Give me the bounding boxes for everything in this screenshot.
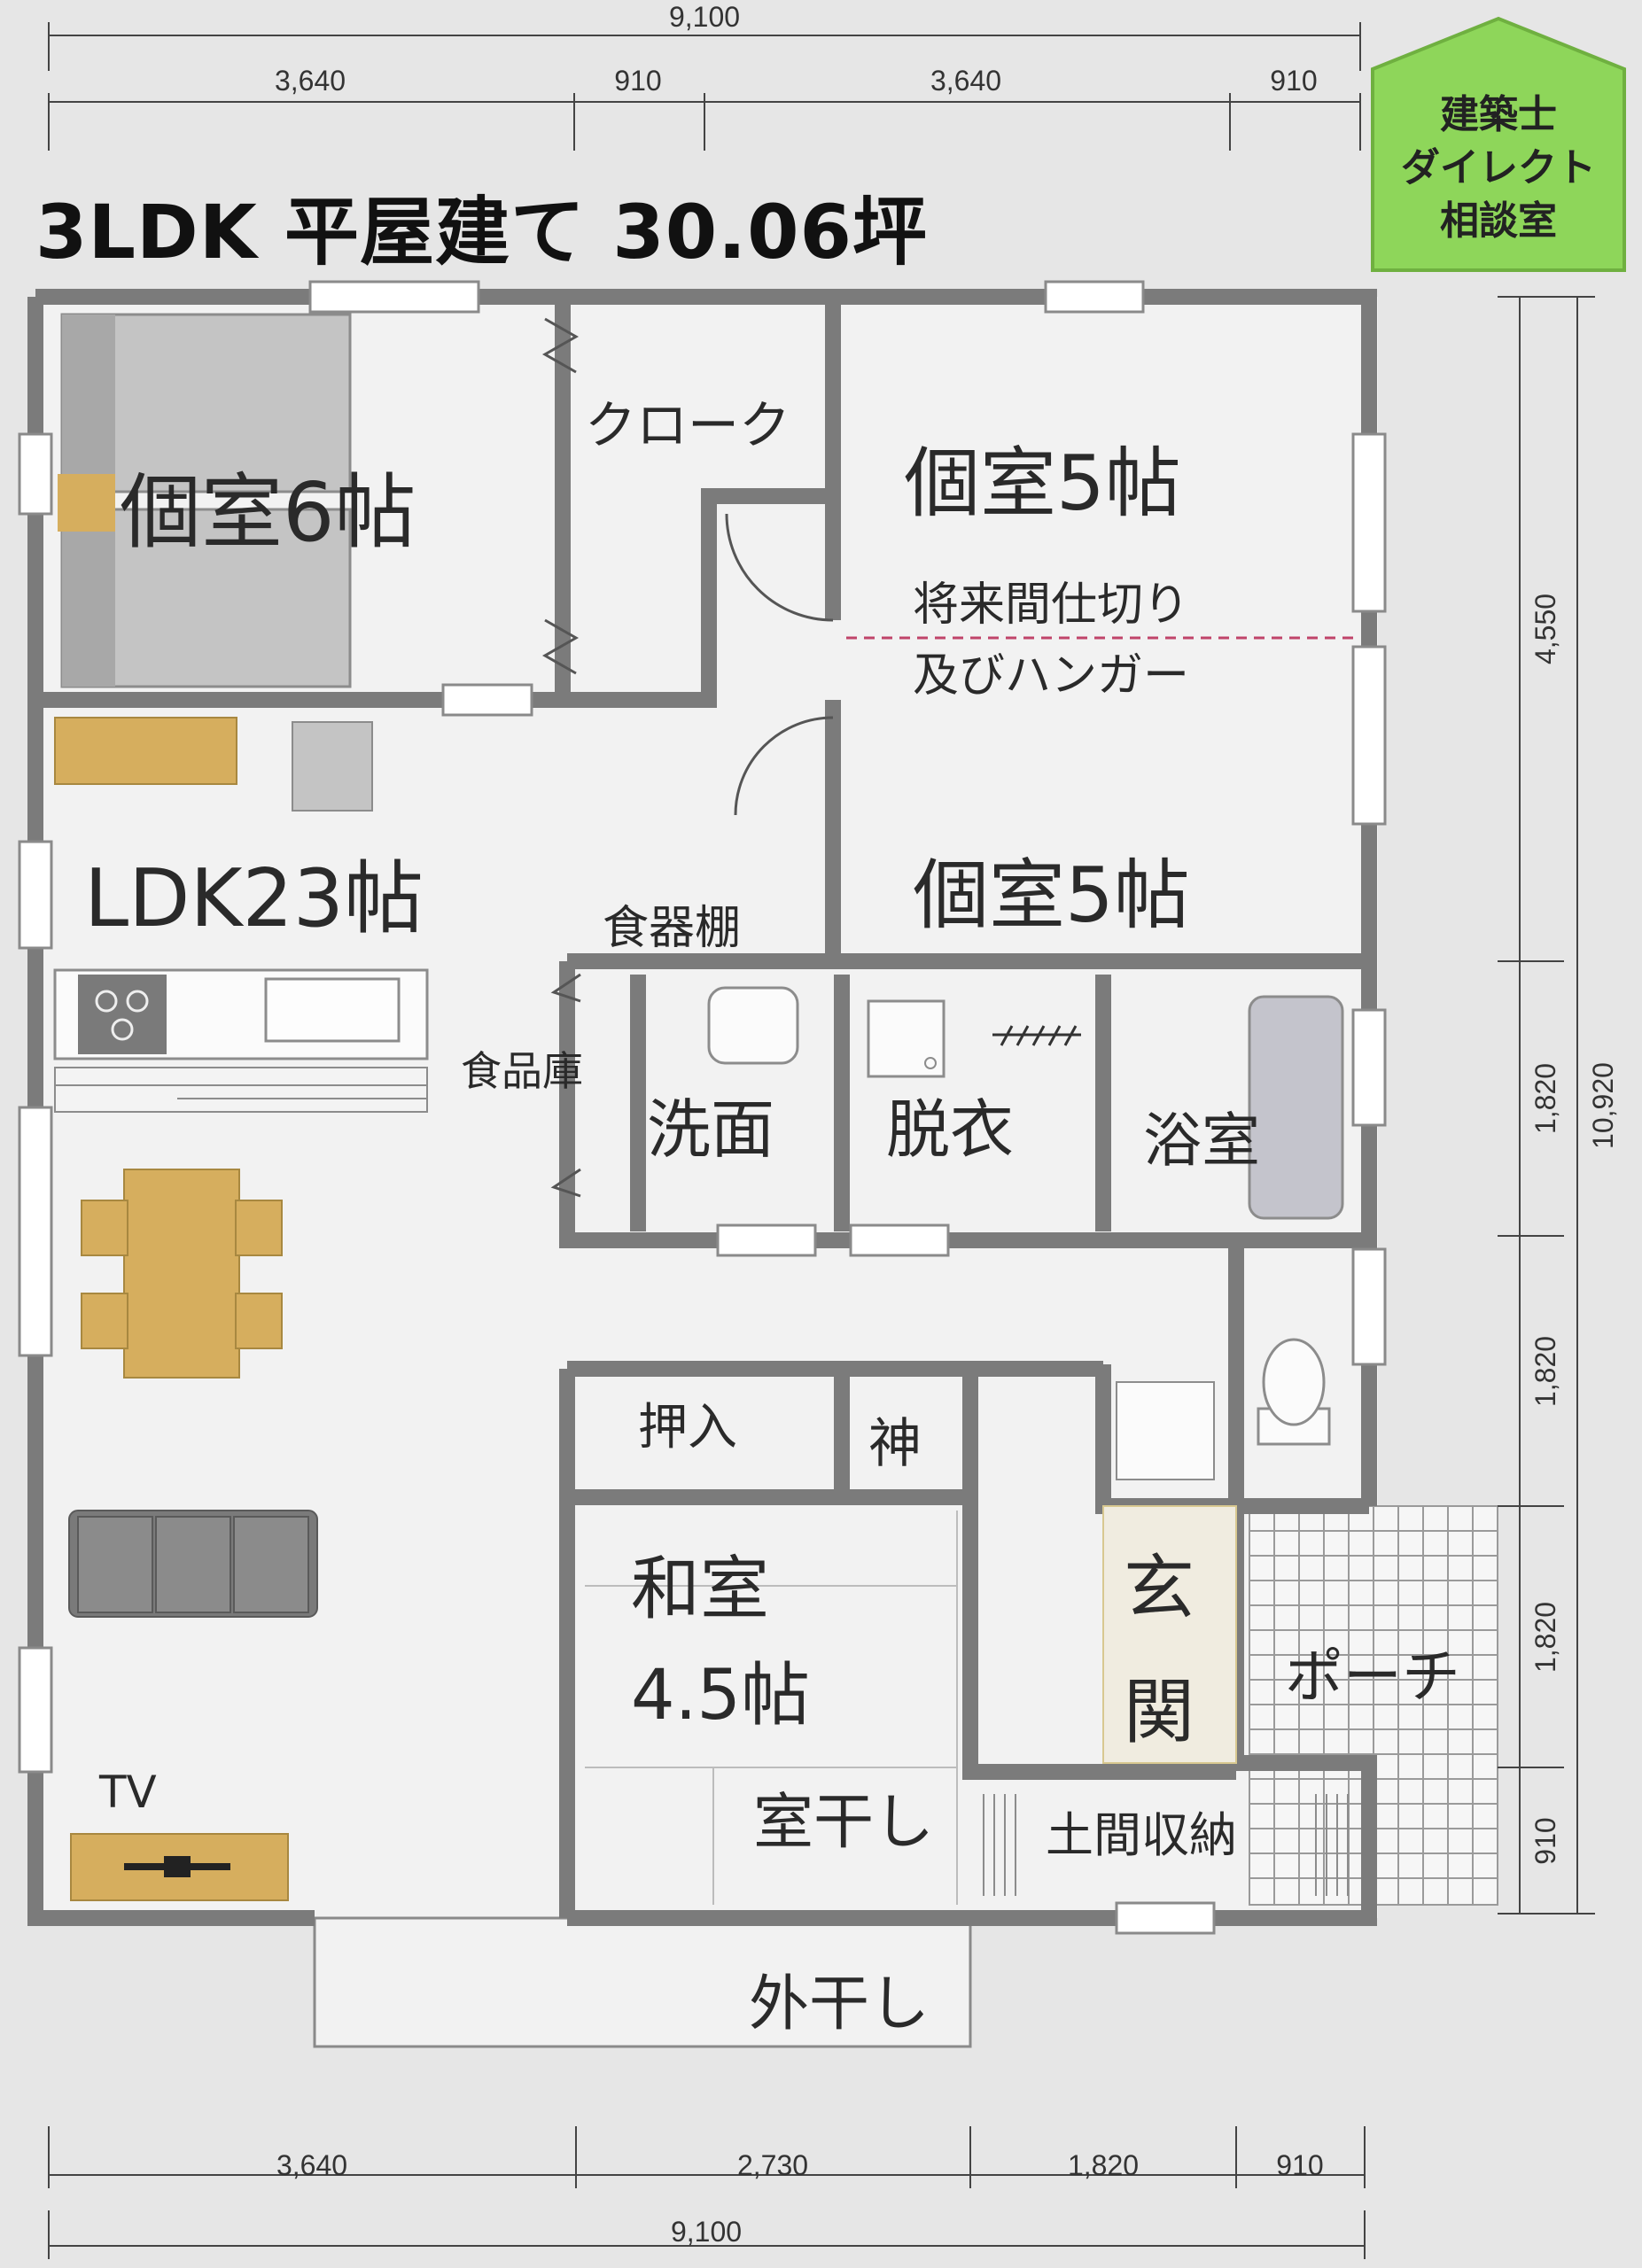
door-swings [725,513,834,816]
room-bedroom5b-label: 個室5帖 [913,851,1190,940]
desk [54,717,237,785]
dim-bottom-seg-3: 1,820 [1068,2149,1139,2181]
badge-house-icon [1371,16,1626,272]
chair-desk [292,721,373,812]
wash-basin [707,986,799,1065]
nightstand [58,474,115,532]
dim-right-seg-3: 1,820 [1529,1336,1561,1407]
bed-lower [60,508,352,688]
windows [18,280,1387,1935]
stove [78,975,167,1054]
badge-line-3: 相談室 [1440,198,1557,244]
kitchen-back-counter [54,1067,428,1113]
altar-label: 神 [868,1413,922,1475]
dim-right-total: 10,920 [1587,1062,1619,1149]
porch-label: ポーチ [1285,1643,1460,1711]
dish-shelf-label: 食器棚 [603,902,741,955]
washing-machine-drum [924,1057,937,1069]
badge-line-2: ダイレクト [1401,145,1596,190]
tv-label: TV [98,1767,157,1818]
dim-bottom-seg-4: 910 [1276,2149,1323,2181]
stove-burner [111,1018,134,1041]
room-cloak-label: クローク [585,395,790,455]
room-bath-label: 浴室 [1143,1107,1260,1175]
indoor-dry-label: 室干し [753,1788,934,1858]
dimension-lines [48,22,1595,2259]
partition-note-2: 及びハンガー [913,649,1189,703]
dim-right-seg-1: 4,550 [1529,594,1561,664]
bathtub [1248,995,1344,1220]
pantry-label: 食品庫 [461,1047,583,1095]
outdoor-dry-label: 外干し [749,1969,930,2039]
entrance-step [1102,1505,1237,1764]
dim-top-seg-1: 3,640 [275,65,346,97]
toilet [1257,1338,1331,1446]
dim-top-seg-2: 910 [614,65,661,97]
badge-line-1: 建築士 [1440,92,1557,137]
sink [264,977,401,1043]
room-washitsu-label-1: 和室 [631,1550,769,1629]
tatami-lines [585,1511,958,1905]
room-dressing-label: 脱衣 [886,1092,1014,1167]
room-ldk-label: LDK23帖 [84,852,424,945]
closet-label: 押入 [638,1399,737,1456]
dim-right-seg-2: 1,820 [1529,1063,1561,1134]
tv-board [70,1833,289,1901]
room-bedroom6-label: 個室6帖 [120,465,416,560]
dim-top-total: 9,100 [669,1,740,33]
doma-storage-label: 土間収納 [1046,1807,1237,1863]
room-washroom-label: 洗面 [647,1092,774,1167]
room-bedroom5a-label: 個室5帖 [904,439,1181,528]
floor-outdoor-dry-deck [313,1916,972,2048]
badge-text: 建築士 ダイレクト 相談室 [1370,89,1627,248]
dim-bottom-seg-2: 2,730 [737,2149,808,2181]
room-washitsu-label-2: 4.5帖 [631,1656,810,1736]
dim-bottom-seg-1: 3,640 [276,2149,347,2181]
dim-bottom-total: 9,100 [671,2216,742,2248]
washing-machine [867,999,946,1078]
sofa [68,1510,318,1618]
plan-title: 3LDK 平屋建て 30.06坪 [35,189,928,276]
toilet-sink [1116,1381,1215,1480]
dim-top-seg-4: 910 [1270,65,1317,97]
room-entrance-label-1: 玄 [1124,1547,1195,1629]
partition-note-1: 将来間仕切り [913,579,1189,632]
room-entrance-label-2: 関 [1124,1671,1195,1753]
towel-rack [992,1025,1081,1046]
stove-burner [95,990,118,1013]
bed-upper [60,313,352,493]
dim-right-seg-4: 1,820 [1529,1602,1561,1673]
dim-top-seg-3: 3,640 [930,65,1001,97]
closet-folding-doors [541,317,581,1198]
dim-right-seg-5: 910 [1529,1817,1561,1864]
doma-storage-shelves [983,1794,1349,1896]
dining-set [81,1169,283,1379]
stove-burner [126,990,149,1013]
